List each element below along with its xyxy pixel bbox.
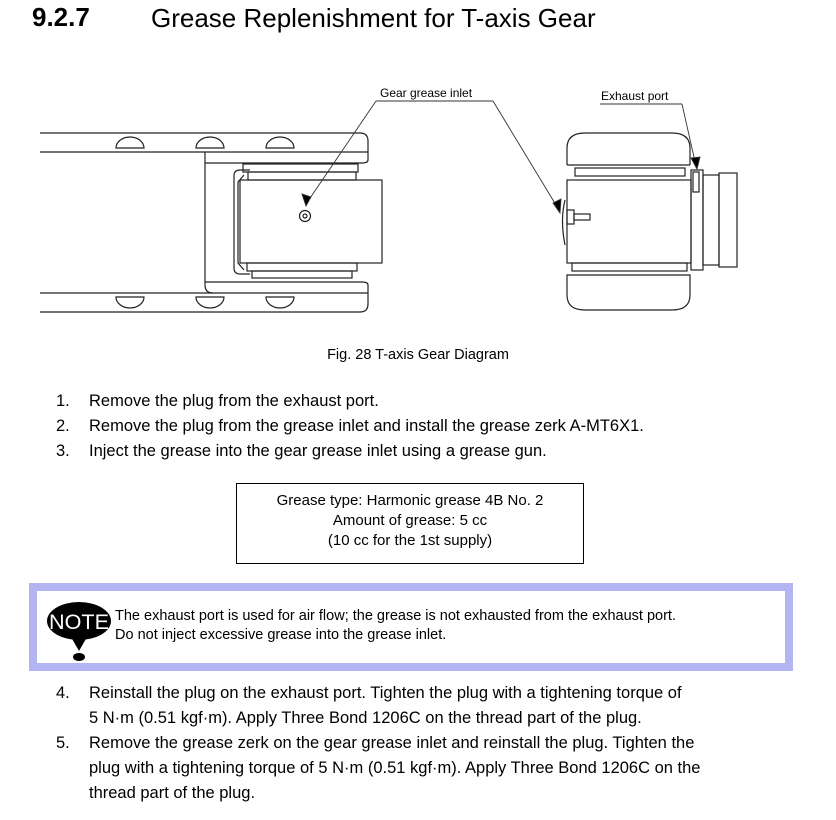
- step-number: 3.: [56, 442, 70, 460]
- label-exhaust-port: Exhaust port: [601, 89, 669, 103]
- grease-inlet-marker: [298, 209, 312, 223]
- step-number: 4.: [56, 684, 70, 702]
- note-box: NOTE The exhaust port is used for air fl…: [29, 583, 793, 671]
- leader-lines: [301, 100, 701, 215]
- step-item: 4. Reinstall the plug on the exhaust port…: [56, 681, 700, 731]
- grease-first-supply: (10 cc for the 1st supply): [327, 532, 493, 549]
- side-view: [40, 132, 383, 313]
- section-title: Grease Replenishment for T-axis Gear: [151, 3, 596, 33]
- grease-amount: Amount of grease: 5 cc: [332, 512, 488, 529]
- grease-type: Grease type: Harmonic grease 4B No. 2: [276, 492, 544, 509]
- step-text: plug with a tightening torque of 5 N·m (…: [89, 759, 701, 777]
- step-text: Reinstall the plug on the exhaust port. …: [89, 684, 682, 702]
- step-item: 5. Remove the grease zerk on the gear gre…: [56, 731, 700, 806]
- step-number: 1.: [56, 392, 70, 410]
- section-number: 9.2.7: [32, 2, 90, 32]
- note-text: The exhaust port is used for air flow; t…: [115, 607, 676, 645]
- steps-list-1: 1. Remove the plug from the exhaust port.…: [56, 389, 644, 464]
- step-number: 2.: [56, 417, 70, 435]
- note-icon-label: NOTE: [49, 611, 109, 634]
- step-item: 2. Remove the plug from the grease inlet …: [56, 414, 644, 439]
- front-view: [561, 132, 738, 311]
- figure-caption: Fig. 28 T-axis Gear Diagram: [327, 347, 509, 363]
- step-number: 5.: [56, 734, 70, 752]
- step-item: 3. Inject the grease into the gear grease…: [56, 439, 644, 464]
- step-text: Remove the plug from the grease inlet an…: [89, 417, 644, 435]
- grease-spec-box: Grease type: Harmonic grease 4B No. 2 Am…: [236, 483, 584, 564]
- step-text: thread part of the plug.: [89, 784, 256, 802]
- label-gear-grease-inlet: Gear grease inlet: [380, 86, 473, 100]
- step-text: Remove the plug from the exhaust port.: [89, 392, 379, 410]
- t-axis-gear-diagram: Gear grease inlet Exhaust port: [40, 86, 738, 313]
- note-line: Do not inject excessive grease into the …: [115, 627, 447, 643]
- step-text: Inject the grease into the gear grease i…: [89, 442, 547, 460]
- note-line: The exhaust port is used for air flow; t…: [115, 608, 676, 624]
- step-text: 5 N·m (0.51 kgf·m). Apply Three Bond 120…: [89, 709, 642, 727]
- steps-list-2: 4. Reinstall the plug on the exhaust port…: [56, 681, 700, 806]
- step-item: 1. Remove the plug from the exhaust port.: [56, 389, 644, 414]
- note-icon: NOTE: [47, 602, 111, 661]
- step-text: Remove the grease zerk on the gear greas…: [89, 734, 695, 752]
